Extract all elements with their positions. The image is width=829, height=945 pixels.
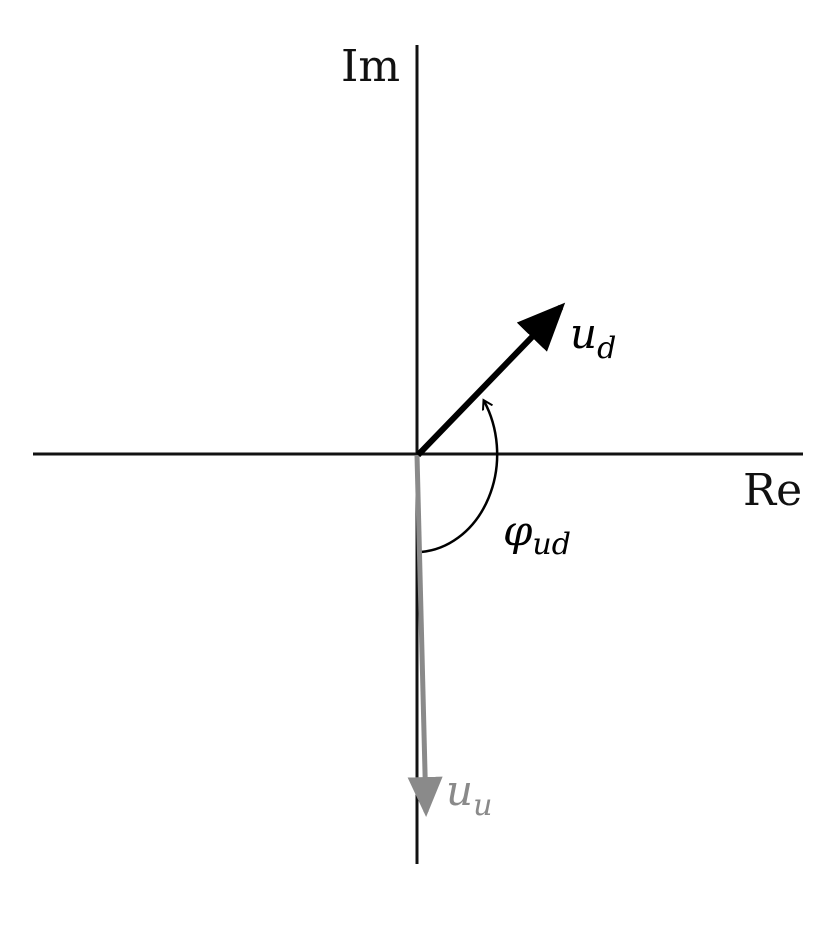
phasor-u-u xyxy=(407,454,443,817)
phasor-u-d xyxy=(415,302,566,458)
angle-label: φud xyxy=(503,506,571,562)
phasor-u-u-label: uu xyxy=(446,766,492,823)
imag-axis-label: Im xyxy=(341,41,400,92)
real-axis-label: Re xyxy=(743,465,802,516)
phasor-u-d-label: ud xyxy=(570,309,616,366)
angle-arc xyxy=(420,401,499,554)
